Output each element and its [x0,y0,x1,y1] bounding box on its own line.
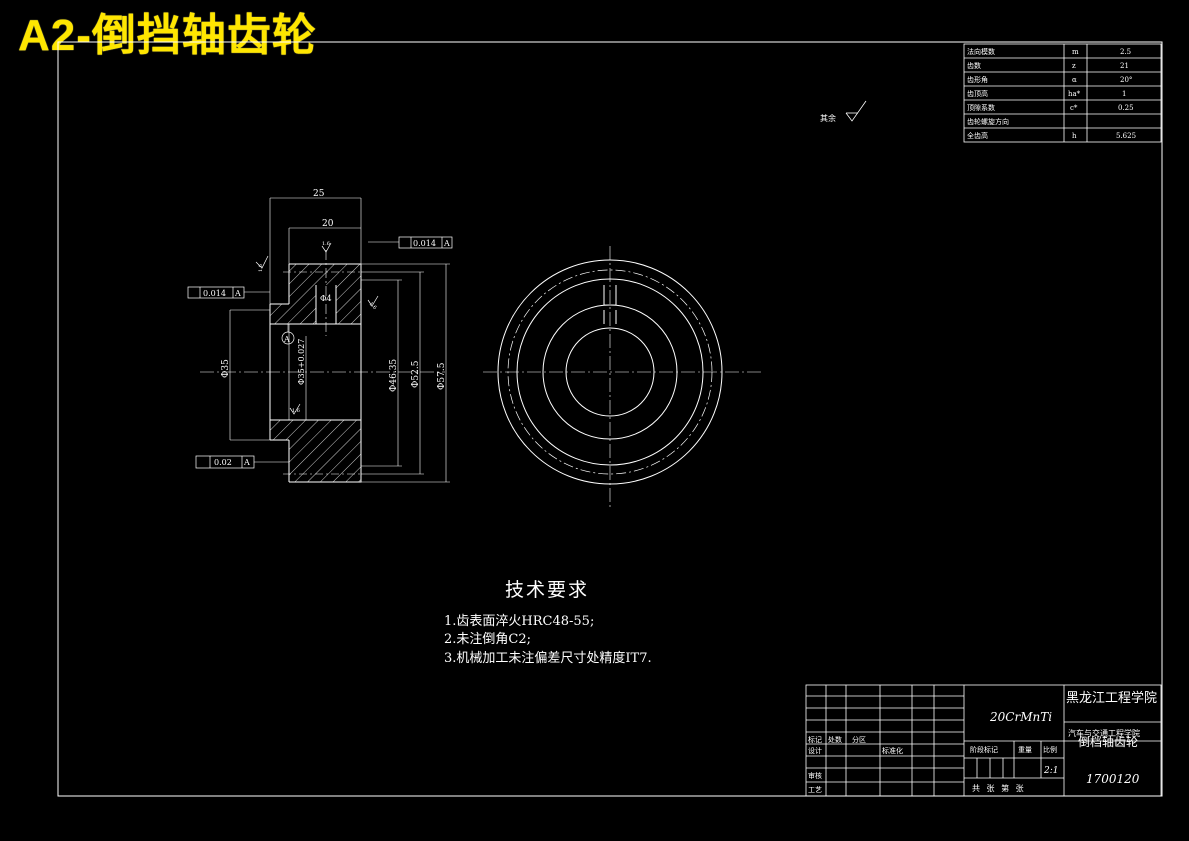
roughness-value: 1.6 [292,408,300,414]
tb-label-std: 标准化 [882,746,903,755]
section-view [187,197,453,483]
tol-left-value: 0.014 [203,289,226,298]
roughness-value: 1.6 [258,264,264,272]
dim-phi46: Φ46.35 [389,359,399,392]
dept-name: 汽车与交通工程学院 [1068,728,1140,738]
dim-hole-phi4: Φ4 [320,294,332,303]
param-name: 法向模数 [967,47,995,56]
school-name: 黑龙江工程学院 [1066,690,1157,706]
param-sym: c* [1070,104,1078,112]
roughness-value: 1.6 [322,241,330,247]
tech-requirement-item: 2.未注倒角C2; [444,632,532,647]
tol-top-datum: A [443,239,450,248]
param-sym: h [1072,132,1077,140]
drawing-frame [57,41,1163,797]
param-name: 齿轮螺旋方向 [967,117,1009,126]
tb-label-review: 审核 [808,771,822,780]
dim-phi52: Φ52.5 [411,360,421,388]
param-name: 齿数 [967,61,981,70]
tol-left-datum: A [234,289,241,298]
param-sym: m [1072,48,1079,56]
param-val: 1 [1122,90,1126,98]
param-val: 5.625 [1116,132,1136,140]
front-view [483,246,762,510]
param-name: 顶隙系数 [967,103,995,112]
dim-phi35: Φ35 [221,359,231,378]
dim-phi35-tol: Φ35+0.027 [297,339,306,385]
dim-width-25: 25 [313,189,325,199]
roughness-symbol-icon [845,100,867,122]
tb-label-craft: 工艺 [808,786,822,794]
gear-params-table [963,43,1162,143]
material-text: 20CrMnTi [989,710,1052,724]
scale-label: 比例 [1043,745,1057,754]
other-roughness-label: 其余 [820,113,836,123]
param-sym: α [1072,76,1077,84]
dim-width-20: 20 [322,219,334,229]
param-sym: z [1072,62,1076,70]
tb-label-zone: 分区 [852,735,866,744]
roughness-value: 1.6 [368,301,378,311]
part-name: 倒档轴齿轮 [1078,734,1138,749]
param-name: 齿形角 [967,75,988,84]
param-val: 0.25 [1118,104,1134,112]
tol-top-value: 0.014 [413,239,436,248]
drawing-number: 1700120 [1086,772,1140,786]
param-name: 全齿高 [967,131,988,140]
tech-requirement-item: 1.齿表面淬火HRC48-55; [444,614,595,629]
stage-mark-label: 阶段标记 [970,745,998,754]
title-block [805,684,1162,797]
scale-value: 2:1 [1043,766,1058,776]
tb-label-designer: 设计 [808,746,822,755]
tb-label-count: 处数 [828,735,842,744]
sheet-count: 共 张 第 张 [972,783,1026,793]
tech-requirement-item: 3.机械加工未注偏差尺寸处精度IT7. [444,651,652,666]
tb-label-mark: 标记 [808,735,822,744]
tech-requirements-title: 技术要求 [505,579,590,601]
weight-label: 重量 [1018,746,1032,754]
param-name: 齿顶高 [967,89,988,98]
dim-phi57: Φ57.5 [437,362,447,390]
tol-bottom-datum: A [243,458,250,467]
param-sym: ha* [1068,90,1081,98]
drawing-title-banner: A2-倒挡轴齿轮 [18,11,317,60]
tol-bottom-value: 0.02 [214,458,232,467]
param-val: 2.5 [1120,48,1131,56]
param-val: 20° [1120,76,1132,84]
param-val: 21 [1120,62,1129,70]
datum-a-label: A [283,335,290,344]
